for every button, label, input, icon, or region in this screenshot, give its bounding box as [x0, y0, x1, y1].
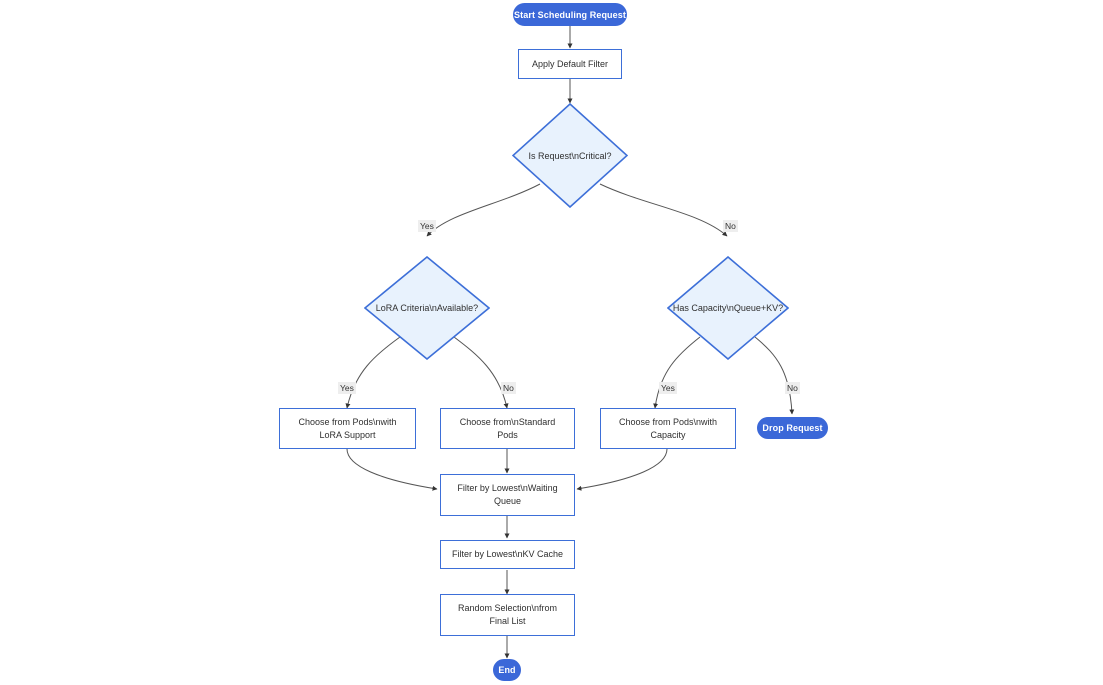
node-label: Is Request\nCritical?: [528, 150, 612, 161]
node-label-line2: Capacity: [650, 429, 686, 440]
node-label-line1: Random Selection\nfrom: [457, 603, 558, 613]
node-label-line2: Pods: [497, 429, 518, 440]
edge-label-capacity-no: No: [785, 382, 800, 394]
node-drop-request[interactable]: Drop Request: [757, 417, 828, 439]
node-label: Has Capacity\nQueue+KV?: [672, 303, 784, 313]
node-filter-lowest-waiting-queue[interactable]: Filter by Lowest\nWaiting Queue: [440, 474, 575, 516]
edge-label-critical-yes: Yes: [418, 220, 436, 232]
node-filter-lowest-kv-cache[interactable]: Filter by Lowest\nKV Cache: [440, 540, 575, 569]
edge-capacity-to-drop: [754, 336, 795, 415]
diamond-shape: [667, 256, 789, 360]
node-label-line2: LoRA Support: [319, 429, 376, 440]
diamond-shape: [364, 256, 490, 360]
edge-lora-to-pods-lora: [345, 336, 401, 409]
edge-label-lora-yes: Yes: [338, 382, 356, 394]
node-choose-standard-pods[interactable]: Choose from\nStandard Pods: [440, 408, 575, 449]
edge-lora-to-pods-standard: [453, 336, 509, 409]
node-is-request-critical[interactable]: Is Request\nCritical?: [512, 103, 628, 208]
node-label-line1: Choose from Pods\nwith: [618, 416, 718, 427]
edge-label-critical-no: No: [723, 220, 738, 232]
node-lora-criteria-available[interactable]: LoRA Criteria\nAvailable?: [364, 256, 490, 360]
node-label: LoRA Criteria\nAvailable?: [375, 303, 479, 313]
node-has-capacity-queue-kv[interactable]: Has Capacity\nQueue+KV?: [667, 256, 789, 360]
node-choose-pods-lora-support[interactable]: Choose from Pods\nwith LoRA Support: [279, 408, 416, 449]
edge-label-lora-no: No: [501, 382, 516, 394]
edge-pods-capacity-to-filter-queue: [576, 448, 668, 491]
node-label-line1: Filter by Lowest\nWaiting: [457, 483, 558, 493]
node-start[interactable]: Start Scheduling Request: [513, 3, 627, 26]
node-label-line2: Final List: [489, 616, 526, 626]
node-random-selection-final-list[interactable]: Random Selection\nfrom Final List: [440, 594, 575, 636]
node-label-line2: Queue: [493, 496, 522, 506]
edge-is-critical-to-capacity: [599, 183, 728, 237]
edge-label-capacity-yes: Yes: [659, 382, 677, 394]
diamond-shape: [512, 103, 628, 208]
node-label-line1: Choose from\nStandard: [459, 416, 556, 427]
node-choose-pods-capacity[interactable]: Choose from Pods\nwith Capacity: [600, 408, 736, 449]
edge-capacity-to-pods-capacity: [653, 336, 701, 409]
node-end[interactable]: End: [493, 659, 521, 681]
node-label-line1: Choose from Pods\nwith: [298, 416, 397, 427]
edge-pods-lora-to-filter-queue: [346, 448, 438, 491]
node-apply-default-filter[interactable]: Apply Default Filter: [518, 49, 622, 79]
